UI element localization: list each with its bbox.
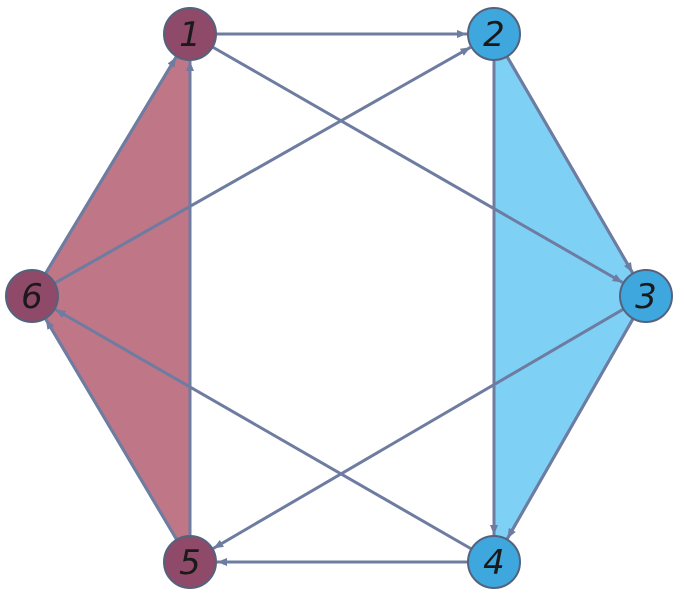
node-2: 2: [467, 7, 521, 61]
node-3: 3: [619, 269, 673, 323]
edge-6-to-1: [44, 56, 178, 275]
node-4: 4: [467, 535, 521, 589]
node-circle: [163, 7, 217, 61]
node-label: 6: [21, 277, 43, 317]
edges: [44, 30, 635, 566]
node-label: 3: [635, 277, 657, 317]
edge-2-to-3: [505, 55, 634, 274]
edge-3-to-5: [212, 307, 625, 550]
node-circle: [619, 269, 673, 323]
node-label: 1: [179, 15, 201, 55]
edge-6-to-2: [53, 45, 472, 285]
node-label: 5: [179, 543, 201, 583]
node-circle: [467, 7, 521, 61]
node-circle: [5, 269, 59, 323]
node-5: 5: [163, 535, 217, 589]
node-6: 6: [5, 269, 59, 323]
edge-3-to-4: [506, 317, 635, 540]
node-1: 1: [163, 7, 217, 61]
edge-1-to-3: [211, 45, 624, 284]
node-label: 2: [483, 15, 505, 55]
node-circle: [163, 535, 217, 589]
node-circle: [467, 535, 521, 589]
nodes: 1 2 3 4 5 6: [5, 7, 673, 589]
edge-5-to-6: [44, 318, 178, 541]
node-label: 4: [483, 543, 505, 583]
edge-4-to-6: [54, 308, 473, 551]
group-regions: [30, 32, 648, 564]
